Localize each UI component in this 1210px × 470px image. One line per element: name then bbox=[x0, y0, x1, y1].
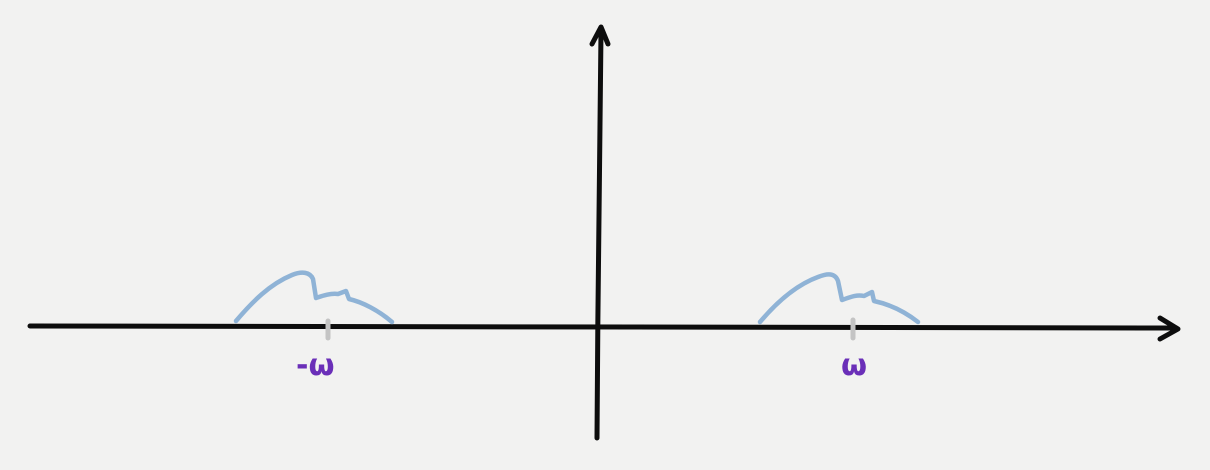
tick-marks bbox=[325, 317, 856, 341]
y-axis bbox=[594, 29, 604, 441]
label-positive-omega: ω bbox=[841, 348, 867, 383]
spectrum-curves bbox=[233, 270, 921, 325]
axes bbox=[27, 24, 1181, 441]
label-negative-omega: -ω bbox=[296, 348, 335, 383]
y-axis-arrowhead bbox=[589, 24, 611, 47]
spectrum-band-positive bbox=[757, 272, 921, 325]
spectrum-band-negative bbox=[233, 270, 395, 325]
tick-labels: -ω ω bbox=[296, 348, 867, 383]
x-axis bbox=[27, 323, 1179, 331]
x-axis-arrowhead bbox=[1157, 315, 1181, 342]
